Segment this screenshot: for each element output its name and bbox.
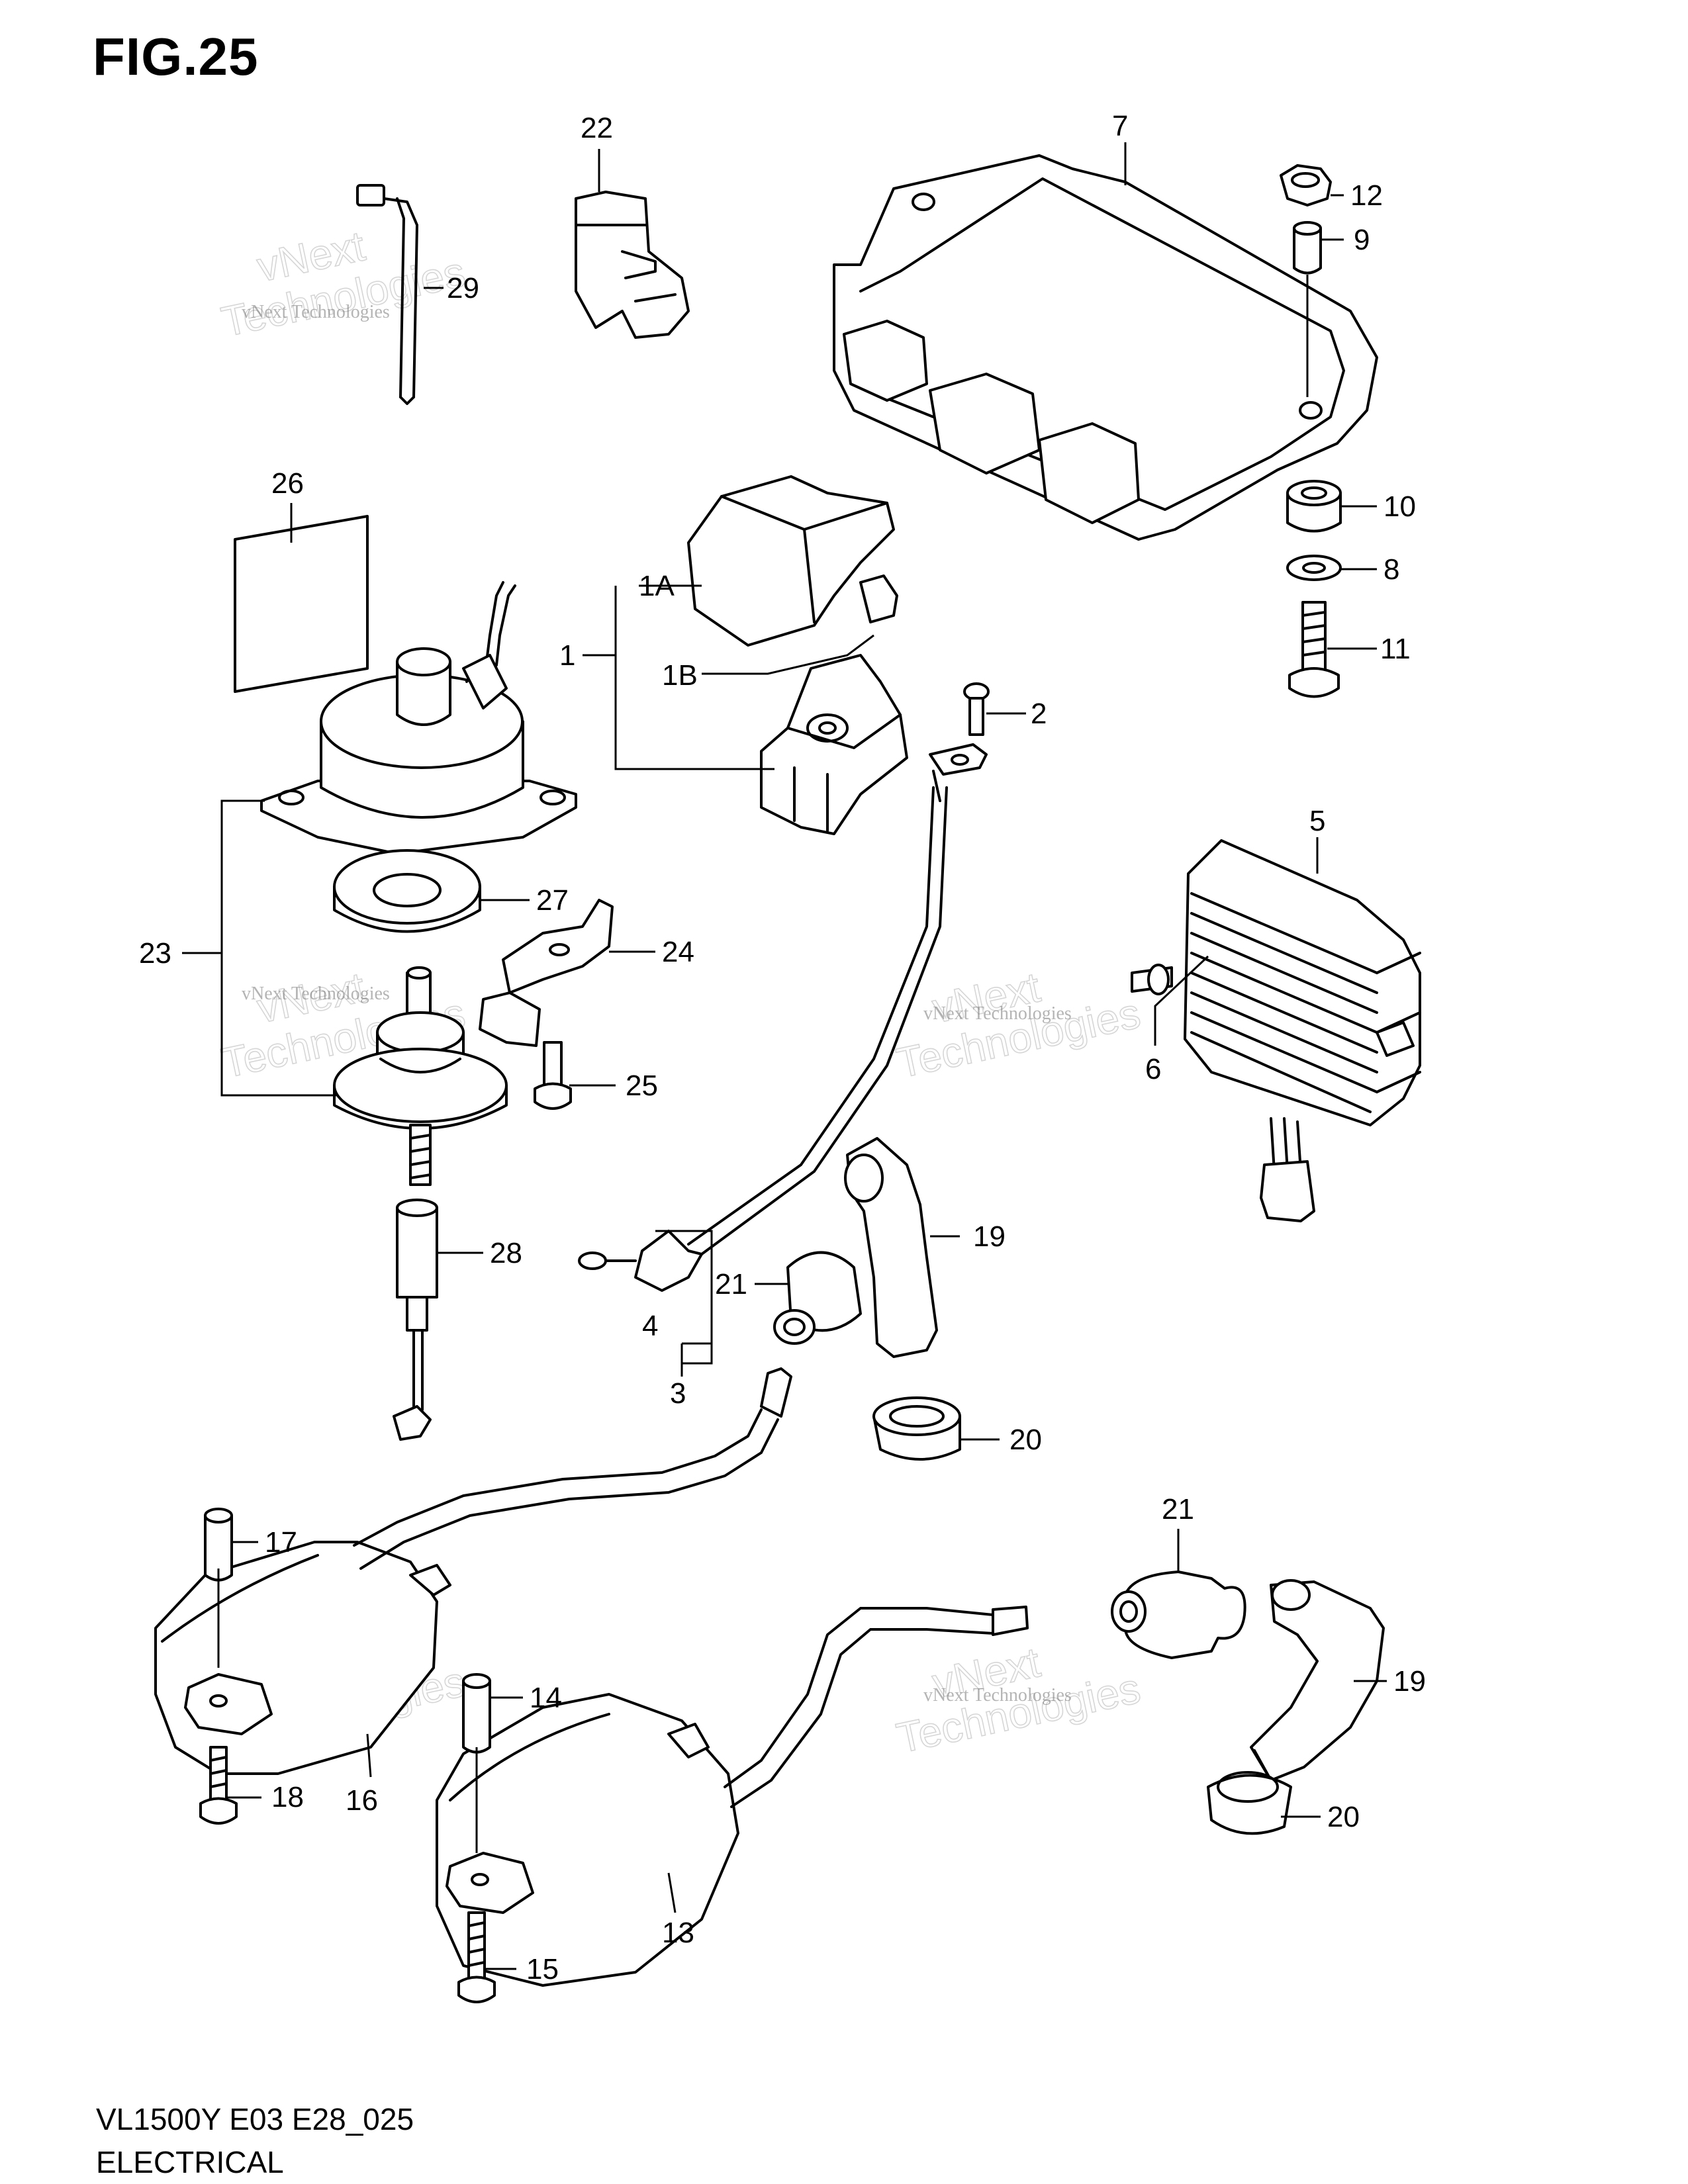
part-17-collar: [204, 1508, 233, 1582]
callout-labels: 22 7 12 9 29 26 1A 1 1B 2 10 8 11 5 27 2…: [139, 110, 1426, 1985]
part-12-nut: [1280, 164, 1332, 206]
callout-17: 17: [265, 1526, 297, 1559]
callout-4: 4: [642, 1310, 658, 1342]
part-27-ring: [333, 849, 481, 933]
part-1-relay-body: [760, 654, 908, 835]
watermark: vNext Technologies: [217, 221, 470, 346]
callout-24: 24: [662, 936, 694, 968]
callout-10: 10: [1383, 490, 1416, 523]
part-21-cap: [773, 1251, 862, 1345]
part-20-seal-lower: [1207, 1771, 1292, 1835]
callout-21-lower: 21: [1162, 1493, 1194, 1525]
callout-2: 2: [1031, 698, 1047, 730]
callout-29: 29: [447, 272, 479, 304]
part-8-washer: [1286, 555, 1342, 581]
watermark-text: vNext Technologies: [923, 1685, 1072, 1706]
callout-25: 25: [626, 1069, 658, 1102]
part-22-relay: [575, 191, 690, 339]
part-18-bolt: [199, 1746, 238, 1825]
part-1a-relay-cover: [687, 475, 898, 647]
part-16-ignition-coil: [154, 1367, 792, 1775]
callout-19: 19: [973, 1220, 1006, 1253]
watermark-text: vNext Technologies: [242, 983, 390, 1004]
callout-1b: 1B: [662, 659, 698, 692]
part-19-plug-boot-lower: [1250, 1579, 1385, 1782]
part-6-screw: [1131, 964, 1173, 995]
callout-26: 26: [271, 467, 304, 500]
part-21-cap-lower: [1111, 1570, 1246, 1659]
callout-15: 15: [526, 1953, 559, 1985]
callout-19-lower: 19: [1393, 1665, 1426, 1698]
part-26-pad: [234, 515, 369, 693]
part-23-horn-base: [333, 966, 508, 1186]
part-25-bolt: [534, 1041, 572, 1110]
callout-1a: 1A: [639, 570, 675, 602]
part-14-collar: [462, 1673, 491, 1754]
part-10-grommet: [1286, 480, 1342, 533]
part-4-earth-cable: [578, 743, 988, 1292]
part-7-ecm-unit: [833, 154, 1378, 541]
part-11-bolt: [1288, 601, 1340, 698]
part-24-bracket: [479, 899, 614, 1047]
callout-12: 12: [1350, 179, 1383, 212]
watermark-text: vNext Technologies: [242, 302, 390, 322]
callout-20: 20: [1009, 1424, 1042, 1456]
callout-6: 6: [1145, 1053, 1161, 1085]
model-code: VL1500Y E03 E28_025: [96, 2102, 414, 2136]
part-28-plug-lead: [393, 1199, 438, 1441]
callout-3: 3: [670, 1377, 686, 1410]
watermark-text: vNext Technologies: [923, 1003, 1072, 1024]
callout-13: 13: [662, 1917, 694, 1949]
leader-lines: [182, 142, 1387, 1970]
figure-title: FIG.25: [93, 27, 259, 86]
callout-16: 16: [346, 1784, 378, 1817]
callout-23: 23: [139, 937, 171, 970]
part-20-seal: [872, 1396, 961, 1461]
callout-8: 8: [1383, 553, 1399, 586]
callout-5: 5: [1309, 805, 1325, 837]
part-13-ignition-coil: [436, 1606, 1029, 1987]
callout-20-lower: 20: [1327, 1801, 1360, 1833]
callout-7: 7: [1112, 110, 1128, 142]
callout-1: 1: [559, 639, 575, 672]
callout-11: 11: [1380, 633, 1411, 665]
section-title: ELECTRICAL: [96, 2145, 284, 2179]
callout-14: 14: [530, 1682, 562, 1714]
callout-21: 21: [715, 1268, 747, 1300]
callout-18: 18: [271, 1781, 304, 1813]
part-29-wire-lead: [356, 184, 418, 405]
part-15-bolt: [457, 1911, 496, 2003]
callout-9: 9: [1354, 224, 1370, 256]
part-23-horn: [260, 581, 577, 855]
callout-22: 22: [581, 112, 613, 144]
part-2-screw: [963, 682, 990, 736]
callout-28: 28: [490, 1237, 522, 1269]
part-9-collar: [1293, 221, 1322, 275]
callout-27: 27: [536, 884, 569, 917]
part-19-plug-boot: [844, 1137, 938, 1358]
part-5-regulator: [1184, 839, 1421, 1222]
